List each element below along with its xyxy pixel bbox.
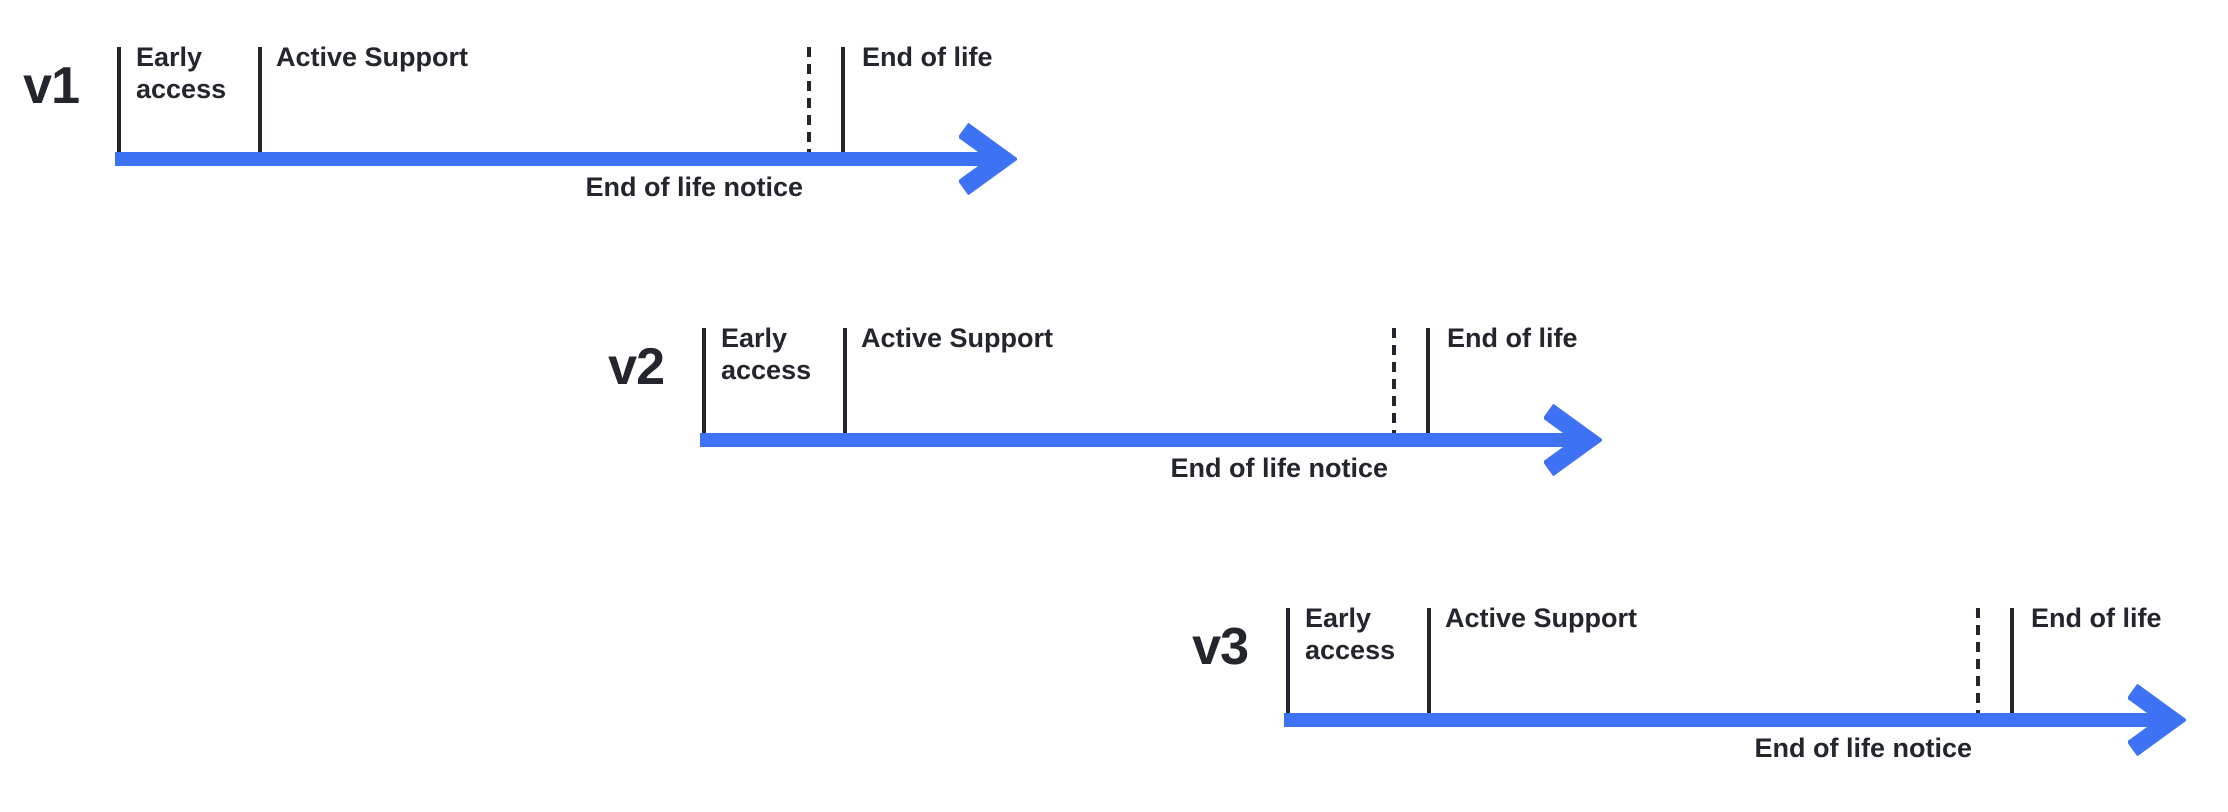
early-access-line1: Early	[1305, 603, 1372, 633]
early-access-line1: Early	[721, 323, 788, 353]
end-of-life-tick	[1426, 328, 1430, 434]
eol-notice-dashed-line	[1392, 328, 1396, 434]
timeline-v3: v3 Early access Active Support End of li…	[1192, 603, 2196, 783]
end-of-life-notice-label: End of life notice	[1170, 453, 1388, 483]
version-label: v2	[608, 338, 665, 396]
early-access-label: Early access	[1305, 602, 1395, 666]
early-access-line2: access	[136, 74, 227, 104]
early-access-start-tick	[117, 47, 121, 153]
eol-notice-dashed-line	[807, 47, 811, 153]
end-of-life-label: End of life	[2031, 603, 2162, 633]
timeline-arrowhead-icon	[2128, 684, 2186, 756]
timeline-bar	[700, 433, 1586, 447]
eol-notice-dashed-line	[1976, 608, 1980, 714]
timeline-v2: v2 Early access Active Support End of li…	[608, 323, 1612, 503]
timeline-arrowhead-icon	[959, 123, 1017, 195]
end-of-life-tick	[841, 47, 845, 153]
version-label: v3	[1192, 618, 1249, 676]
active-support-start-tick	[258, 47, 262, 153]
end-of-life-label: End of life	[862, 42, 993, 72]
timeline-v1: v1 Early access Active Support End of li…	[23, 42, 1027, 222]
early-access-start-tick	[1286, 608, 1290, 714]
active-support-start-tick	[1427, 608, 1431, 714]
timeline-bar	[115, 152, 1001, 166]
active-support-label: Active Support	[276, 42, 469, 72]
early-access-line1: Early	[136, 42, 203, 72]
early-access-label: Early access	[721, 322, 811, 386]
early-access-label: Early access	[136, 41, 226, 105]
early-access-line2: access	[721, 355, 812, 385]
timeline-bar	[1284, 713, 2170, 727]
early-access-start-tick	[702, 328, 706, 434]
active-support-start-tick	[843, 328, 847, 434]
version-label: v1	[23, 57, 80, 115]
end-of-life-notice-label: End of life notice	[585, 172, 803, 202]
timeline-arrowhead-icon	[1544, 404, 1602, 476]
active-support-label: Active Support	[861, 323, 1054, 353]
early-access-line2: access	[1305, 635, 1396, 665]
end-of-life-notice-label: End of life notice	[1754, 733, 1972, 763]
end-of-life-label: End of life	[1447, 323, 1578, 353]
end-of-life-tick	[2010, 608, 2014, 714]
active-support-label: Active Support	[1445, 603, 1638, 633]
